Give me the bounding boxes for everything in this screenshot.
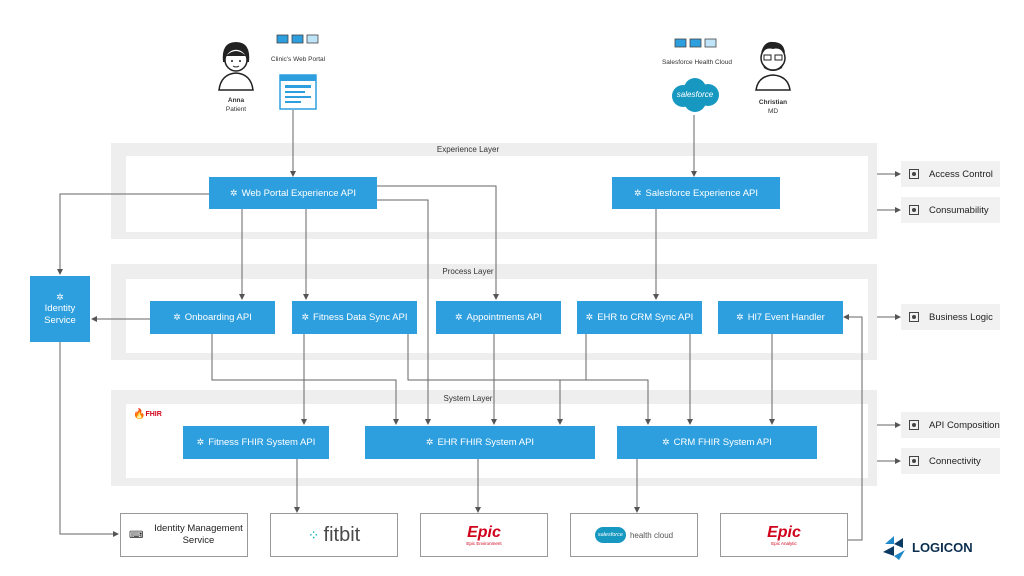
gear-icon: ✲	[662, 437, 670, 447]
api-label: EHR to CRM Sync API	[597, 312, 694, 323]
api-label: EHR FHIR System API	[437, 437, 535, 448]
health-cloud-text: health cloud	[629, 530, 674, 540]
onboarding-api[interactable]: ✲Onboarding API	[150, 301, 275, 334]
api-label: Web Portal Experience API	[241, 187, 356, 199]
salesforce-logo-text: salesforce	[676, 90, 714, 99]
doctor-avatar	[752, 38, 794, 92]
identity-management-service[interactable]: ⌨ Identity Management Service	[120, 513, 248, 557]
patient-icon	[218, 42, 254, 91]
gear-icon: ✲	[736, 312, 744, 322]
api-label: Onboarding API	[184, 312, 252, 323]
gear-icon: ✲	[173, 312, 181, 322]
gear-icon: ✲	[196, 437, 205, 447]
fitness-data-sync-api[interactable]: ✲Fitness Data Sync API	[292, 301, 417, 334]
gear-icon: ✲	[230, 187, 238, 198]
salesforce-experience-api[interactable]: ✲Salesforce Experience API	[612, 177, 780, 209]
focus-icon	[909, 205, 919, 215]
doctor-name: Christian	[758, 99, 788, 106]
experience-layer-title: Experience Layer	[436, 145, 500, 154]
salesforce-cloud-icon	[672, 78, 719, 112]
salesforce-logo: salesforce	[668, 76, 722, 114]
api-label: Fitness Data Sync API	[313, 312, 408, 323]
side-label-text: Consumability	[929, 204, 989, 216]
fhir-logo: 🔥 FHIR	[133, 406, 173, 422]
brand-text: LOGICON	[912, 539, 973, 555]
fitbit-logo-text: fitbit	[323, 523, 361, 546]
crm-fhir-system-api[interactable]: ✲CRM FHIR System API	[617, 426, 817, 459]
fhir-logo-text: FHIR	[145, 410, 162, 418]
web-portal-icon	[279, 74, 317, 110]
side-label-text: Access Control	[929, 168, 993, 180]
gear-icon: ✲	[633, 187, 642, 198]
patient-role: Patient	[225, 106, 247, 113]
focus-icon	[909, 312, 919, 322]
hl7-event-handler[interactable]: ✲Hl7 Event Handler	[718, 301, 843, 334]
focus-icon	[909, 169, 919, 179]
gear-icon: ✲	[454, 312, 463, 322]
identity-service[interactable]: ✲ Identity Service	[30, 276, 90, 342]
portal-devices-icon	[276, 33, 320, 45]
flame-icon: 🔥	[133, 408, 146, 420]
cloud-label: Salesforce Health Cloud	[661, 59, 733, 66]
ehr-to-crm-sync-api[interactable]: ✲EHR to CRM Sync API	[577, 301, 702, 334]
ehr-fhir-system-api[interactable]: ✲EHR FHIR System API	[365, 426, 595, 459]
epic-subtitle: Epic Analytic	[771, 540, 797, 546]
appointments-api[interactable]: ✲Appointments API	[436, 301, 561, 334]
salesforce-cloud-icon: salesforce	[594, 527, 626, 543]
gear-icon: ✲	[56, 291, 64, 302]
epic-logo-text: Epic	[767, 523, 801, 541]
api-composition-label: API Composition	[901, 412, 1000, 438]
system-label: Identity Management Service	[154, 523, 243, 546]
process-layer-title: Process Layer	[442, 267, 494, 276]
api-label: Hl7 Event Handler	[747, 312, 825, 323]
gear-icon: ✲	[425, 437, 434, 447]
keyboard-icon: ⌨	[129, 529, 144, 541]
api-label: Salesforce Experience API	[645, 187, 759, 199]
consumability-label: Consumability	[901, 197, 1000, 223]
logicon-brand: LOGICON	[879, 530, 989, 564]
focus-icon	[909, 456, 919, 466]
side-label-text: API Composition	[929, 419, 1000, 431]
logicon-logo-icon	[883, 536, 905, 560]
fitbit-dots-icon: ⁘	[307, 526, 320, 543]
cloud-devices-icon	[674, 37, 718, 49]
gear-icon: ✲	[301, 312, 310, 322]
epic-analytic-system[interactable]: Epic Epic Analytic	[720, 513, 848, 557]
fitness-fhir-system-api[interactable]: ✲Fitness FHIR System API	[183, 426, 329, 459]
connectivity-label: Connectivity	[901, 448, 1000, 474]
doctor-icon	[755, 41, 791, 91]
doctor-role: MD	[767, 108, 779, 115]
focus-icon	[909, 420, 919, 430]
patient-name: Anna	[227, 97, 245, 104]
api-label: CRM FHIR System API	[673, 437, 772, 448]
access-control-label: Access Control	[901, 161, 1000, 187]
web-portal-experience-api[interactable]: ✲Web Portal Experience API	[209, 177, 377, 209]
api-label: Identity Service	[44, 302, 76, 326]
side-label-text: Business Logic	[929, 311, 993, 323]
fitbit-system[interactable]: ⁘ fitbit	[270, 513, 398, 557]
business-logic-label: Business Logic	[901, 304, 1000, 330]
epic-logo-text: Epic	[467, 523, 501, 541]
epic-subtitle: Epic Environment	[466, 540, 502, 546]
portal-label: Clinic's Web Portal	[270, 56, 326, 63]
api-label: Fitness FHIR System API	[208, 437, 316, 448]
gear-icon: ✲	[585, 312, 594, 322]
epic-environment-system[interactable]: Epic Epic Environment	[420, 513, 548, 557]
side-label-text: Connectivity	[929, 455, 981, 467]
system-layer-title: System Layer	[443, 394, 493, 403]
patient-avatar	[215, 38, 257, 92]
api-label: Appointments API	[466, 312, 543, 323]
health-cloud-system[interactable]: salesforce health cloud	[570, 513, 698, 557]
